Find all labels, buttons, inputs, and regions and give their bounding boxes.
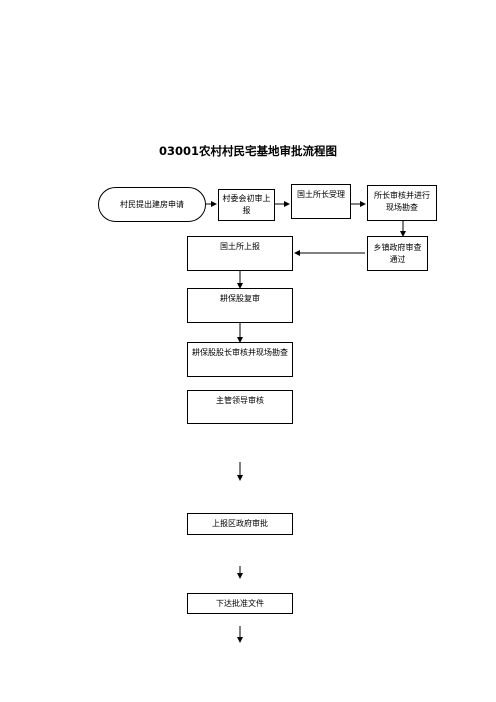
node-leader-review: 主管领导审核 (187, 390, 293, 424)
node-apply: 村民提出建房申请 (98, 187, 206, 222)
node-land-office-accept: 国土所长受理 (291, 184, 351, 219)
node-farmland-recheck: 耕保股复审 (187, 288, 293, 323)
node-district-approval: 上报区政府审批 (187, 513, 293, 535)
node-land-office-report: 国土所上报 (187, 236, 293, 271)
node-issue-document: 下达批准文件 (187, 593, 293, 614)
node-director-inspect: 所长审核并进行现场勘查 (367, 185, 437, 221)
page-title: 03001农村村民宅基地审批流程图 (158, 144, 337, 158)
node-farmland-head-inspect: 耕保股股长审核并现场勘查 (187, 342, 293, 377)
node-village-review: 村委会初审上报 (218, 189, 275, 221)
node-town-gov-pass: 乡镇政府审查通过 (367, 236, 428, 271)
